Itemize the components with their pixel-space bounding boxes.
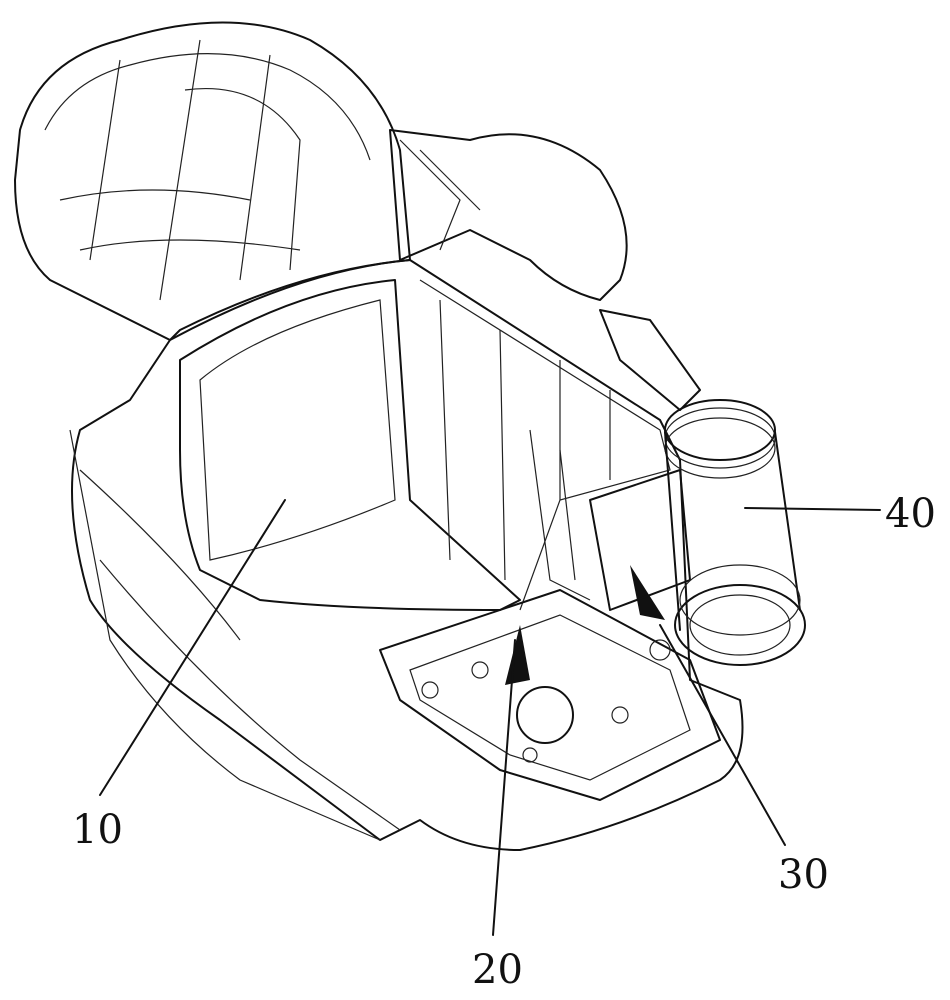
- handle-strap: [390, 130, 700, 410]
- bag-body: [70, 260, 743, 850]
- leader-line-10: [100, 500, 285, 795]
- back-cushion: [15, 23, 410, 341]
- label-40: 40: [885, 494, 936, 534]
- leader-line-20: [493, 640, 515, 935]
- label-20: 20: [472, 950, 523, 990]
- base-plate: [380, 565, 720, 800]
- leader-line-40: [745, 508, 880, 510]
- label-10: 10: [72, 810, 123, 850]
- label-30: 30: [778, 855, 829, 895]
